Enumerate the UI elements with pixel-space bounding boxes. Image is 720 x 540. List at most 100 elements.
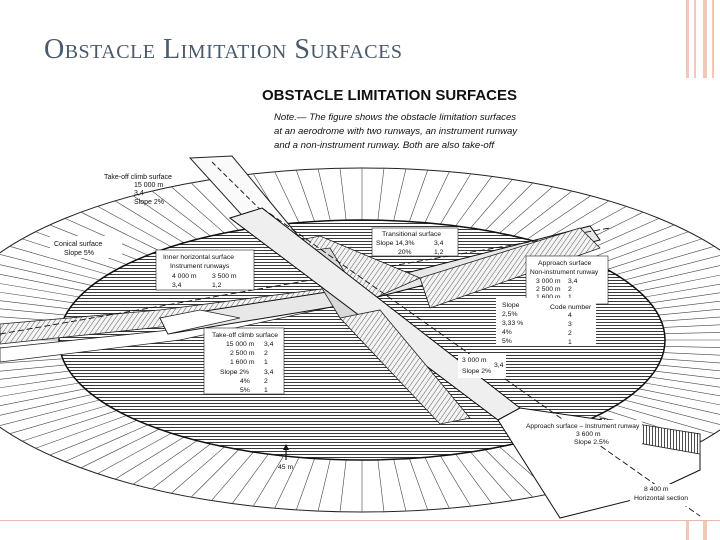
svg-text:2 500 m: 2 500 m bbox=[536, 286, 561, 293]
svg-text:Slope 14,3%: Slope 14,3% bbox=[376, 240, 415, 247]
conical-radial-line bbox=[171, 446, 225, 494]
conical-radial-line bbox=[470, 451, 513, 501]
svg-text:1,2: 1,2 bbox=[212, 282, 222, 289]
conical-radial-line bbox=[654, 300, 720, 310]
conical-radial-line bbox=[455, 176, 493, 227]
conical-radial-line bbox=[317, 168, 331, 221]
conical-radial-line bbox=[0, 382, 80, 397]
conical-radial-line bbox=[80, 211, 160, 252]
svg-text:Conical surface: Conical surface bbox=[54, 241, 102, 248]
svg-text:15 000 m: 15 000 m bbox=[226, 341, 255, 348]
decor-stripe bbox=[703, 520, 707, 540]
svg-text:3 500 m: 3 500 m bbox=[212, 273, 237, 280]
svg-text:5%: 5% bbox=[502, 338, 512, 345]
conical-radial-line bbox=[0, 283, 80, 298]
conical-radial-line bbox=[485, 449, 534, 498]
figure-note: Note.— The figure shows the obstacle lim… bbox=[274, 112, 516, 123]
svg-text:3,4: 3,4 bbox=[568, 278, 578, 285]
svg-text:4%: 4% bbox=[502, 329, 512, 336]
conical-radial-line bbox=[597, 231, 689, 265]
conical-radial-line bbox=[409, 170, 428, 222]
svg-text:4%: 4% bbox=[240, 378, 250, 385]
conical-radial-line bbox=[114, 200, 185, 244]
conical-radial-line bbox=[274, 171, 300, 223]
conical-radial-line bbox=[35, 415, 127, 449]
conical-radial-line bbox=[9, 405, 108, 434]
svg-text:Approach surface – Instrument: Approach surface – Instrument runway bbox=[526, 423, 640, 430]
conical-radial-line bbox=[393, 168, 407, 221]
conical-radial-line bbox=[616, 246, 715, 275]
conical-radial-line bbox=[97, 206, 172, 248]
svg-text:1,2: 1,2 bbox=[434, 249, 444, 256]
conical-radial-line bbox=[624, 399, 720, 425]
conical-radial-line bbox=[616, 405, 715, 434]
conical-radial-line bbox=[133, 440, 198, 485]
conical-radial-line bbox=[499, 186, 553, 234]
conical-radial-line bbox=[424, 457, 450, 509]
conical-radial-line bbox=[0, 358, 63, 364]
conical-radial-line bbox=[377, 459, 385, 512]
decor-stripe bbox=[686, 520, 689, 540]
ols-figure: OBSTACLE LIMITATION SURFACES Note.— The … bbox=[0, 78, 720, 520]
svg-text:Horizontal section: Horizontal section bbox=[634, 495, 688, 502]
svg-text:Slope 2%: Slope 2% bbox=[462, 368, 491, 375]
conical-radial-line bbox=[97, 432, 172, 474]
conical-radial-line bbox=[624, 255, 720, 281]
conical-radial-line bbox=[485, 182, 534, 231]
svg-text:Take-off climb surface: Take-off climb surface bbox=[212, 332, 278, 339]
svg-text:2: 2 bbox=[264, 350, 268, 357]
conical-radial-line bbox=[0, 264, 93, 286]
svg-text:Instrument runways: Instrument runways bbox=[170, 263, 230, 270]
svg-text:4: 4 bbox=[568, 312, 572, 319]
conical-radial-line bbox=[151, 190, 211, 237]
conical-radial-line bbox=[296, 458, 315, 510]
svg-text:3 000 m: 3 000 m bbox=[536, 278, 561, 285]
conical-radial-line bbox=[0, 300, 70, 310]
svg-text:3 000 m: 3 000 m bbox=[462, 357, 487, 364]
conical-radial-line bbox=[664, 332, 720, 335]
svg-text:1: 1 bbox=[264, 359, 268, 366]
decor-stripe bbox=[712, 0, 714, 78]
conical-radial-line bbox=[654, 370, 720, 380]
conical-radial-line bbox=[513, 190, 573, 237]
decor-stripe bbox=[686, 0, 689, 78]
slide-bottom-line bbox=[0, 520, 720, 521]
svg-text:1: 1 bbox=[568, 294, 572, 301]
conical-radial-line bbox=[0, 399, 100, 426]
label-transitional: Transitional surface Slope 14,3% 3,4 20%… bbox=[371, 227, 459, 257]
height-marker-arrow bbox=[283, 444, 289, 450]
conical-radial-line bbox=[296, 170, 315, 222]
label-center: 3 000 m 3,4 Slope 2% bbox=[458, 354, 506, 378]
svg-text:4 000 m: 4 000 m bbox=[172, 273, 197, 280]
runway-centerline bbox=[0, 227, 611, 335]
conical-radial-line bbox=[393, 459, 407, 512]
conical-radial-line bbox=[650, 292, 720, 304]
conical-radial-line bbox=[440, 455, 471, 507]
decor-stripe bbox=[703, 0, 707, 78]
conical-radial-line bbox=[455, 453, 493, 504]
svg-text:Non-instrument runway: Non-instrument runway bbox=[530, 269, 599, 276]
svg-text:15 000 m: 15 000 m bbox=[134, 182, 163, 189]
conical-radial-line bbox=[0, 394, 93, 416]
conical-radial-line bbox=[64, 424, 148, 462]
figure-note: and a non-instrument runway. Both are al… bbox=[274, 140, 495, 151]
figure-title: OBSTACLE LIMITATION SURFACES bbox=[262, 87, 517, 104]
conical-radial-line bbox=[133, 195, 198, 240]
conical-radial-line bbox=[526, 195, 591, 240]
svg-text:1 600 m: 1 600 m bbox=[536, 294, 561, 301]
label-conical: Conical surface Slope 5% bbox=[50, 236, 122, 258]
conical-radial-line bbox=[587, 224, 675, 260]
runway-centerline bbox=[211, 161, 361, 309]
conical-radial-line bbox=[0, 376, 74, 389]
svg-text:Code number: Code number bbox=[550, 304, 592, 311]
label-takeoff-bottom: Take-off climb surface 15 000 m 3,4 2 50… bbox=[203, 327, 285, 395]
runway-centerline bbox=[261, 207, 701, 517]
svg-text:1: 1 bbox=[264, 387, 268, 394]
conical-radial-line bbox=[22, 410, 117, 442]
conical-radial-line bbox=[638, 388, 720, 406]
svg-text:3,4: 3,4 bbox=[134, 190, 144, 197]
conical-radial-line bbox=[339, 168, 347, 221]
conical-radial-line bbox=[661, 358, 720, 364]
conical-radial-line bbox=[80, 428, 160, 469]
svg-text:3,4: 3,4 bbox=[494, 362, 504, 369]
